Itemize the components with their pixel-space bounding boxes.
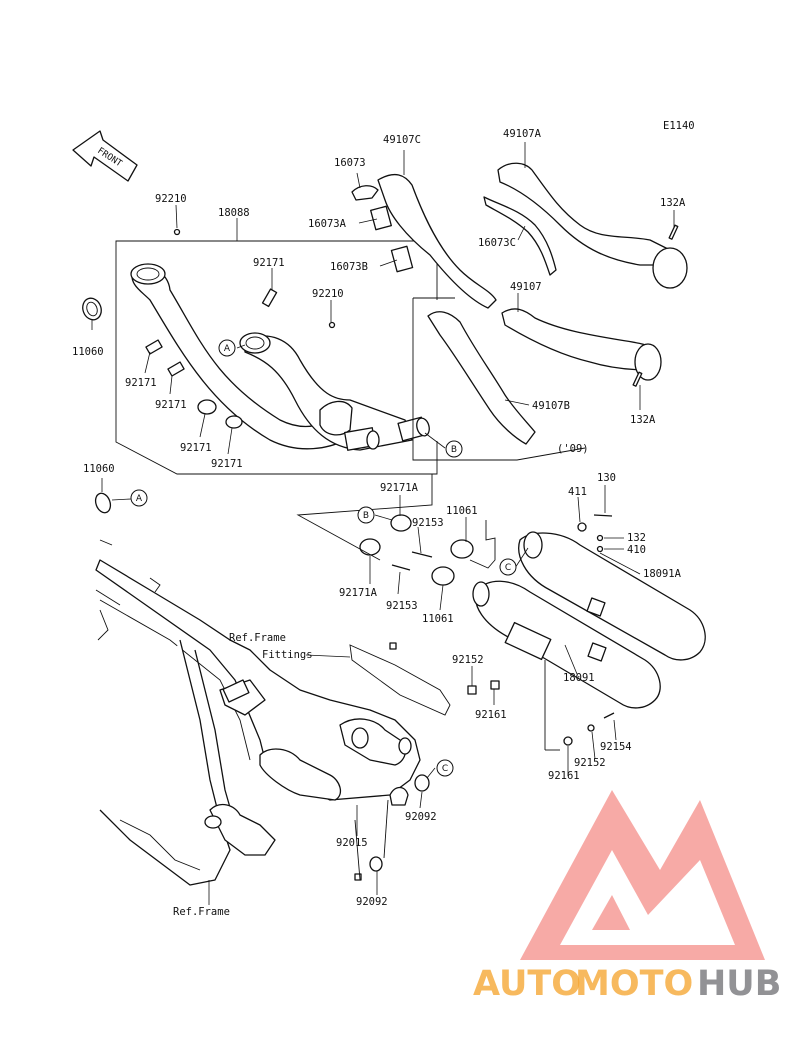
part-label: 92153 — [412, 517, 444, 529]
heat-cover-49107C — [377, 173, 497, 309]
part-label: 92153 — [386, 600, 418, 612]
part-label: 410 — [627, 544, 646, 556]
ref-frame-label: Ref.Frame — [173, 906, 230, 918]
pad-16073C — [483, 196, 557, 276]
heat-cover-49107 — [501, 308, 662, 381]
svg-text:C: C — [505, 563, 511, 573]
part-label: 11061 — [422, 613, 454, 625]
svg-text:A: A — [136, 494, 143, 504]
ref-frame-fittings-line1: Ref.Frame — [229, 632, 286, 644]
part-label: 16073B — [330, 261, 368, 273]
part-label: 92210 — [155, 193, 187, 205]
heat-cover-49107B — [412, 297, 586, 461]
bracket-11061-group — [469, 520, 496, 569]
part-label: 132A — [660, 197, 686, 209]
part-label: 18091 — [563, 672, 595, 684]
svg-text:B: B — [363, 511, 369, 521]
part-label: 92171 — [253, 257, 285, 269]
muffler-bracket — [586, 597, 607, 662]
svg-text:C: C — [442, 764, 448, 774]
svg-text:AUTO: AUTO — [473, 964, 581, 1004]
part-label: 16073 — [334, 157, 366, 169]
part-label: 92152 — [574, 757, 606, 769]
callout-a-upper: A — [218, 339, 236, 357]
part-label: 132A — [630, 414, 656, 426]
nut-92210 — [173, 228, 336, 329]
diagram-code: E1140 — [663, 120, 695, 132]
part-label: 130 — [597, 472, 616, 484]
svg-text:HUB: HUB — [697, 964, 781, 1004]
part-label: 49107B — [532, 400, 570, 412]
part-label: 92210 — [312, 288, 344, 300]
part-label: 49107 — [510, 281, 542, 293]
watermark-text: AUTO MOTO HUB — [473, 964, 781, 1004]
clamps-92171A — [359, 514, 433, 571]
part-label: 92092 — [405, 811, 437, 823]
front-arrow-icon: FRONT — [72, 130, 138, 182]
ref-frame-fittings-line2: Fittings — [262, 649, 313, 661]
part-label: 11060 — [72, 346, 104, 358]
part-labels: E1140 92210 18088 11060 92171 92210 9217… — [72, 120, 695, 918]
part-label: 92154 — [600, 741, 632, 753]
gasket-11060-top — [82, 297, 102, 321]
part-label: 92152 — [452, 654, 484, 666]
part-label: 92171A — [339, 587, 378, 599]
gasket-11060-low — [94, 492, 112, 514]
header-pipe-assembly-18088 — [115, 240, 438, 475]
heat-cover-49107A — [497, 162, 688, 289]
bolt-132A — [632, 224, 679, 387]
part-label: 92171 — [155, 399, 187, 411]
frame — [95, 539, 451, 886]
pad-16073 — [351, 185, 414, 273]
part-label: 92171 — [180, 442, 212, 454]
fasteners-right — [467, 514, 615, 746]
part-label: 18088 — [218, 207, 250, 219]
part-label: 92171 — [211, 458, 243, 470]
part-label: 92171 — [125, 377, 157, 389]
muffler-18091A — [518, 531, 706, 661]
part-label: 92171A — [380, 482, 419, 494]
part-label: 49107A — [503, 128, 542, 140]
callout-b-lower: B — [357, 506, 375, 524]
callout-b-upper: B — [445, 440, 463, 458]
callout-c-lower: C — [436, 759, 454, 777]
part-label: 11061 — [446, 505, 478, 517]
stud-92171-pieces — [145, 288, 278, 429]
joint-pipes-11061 — [431, 539, 474, 586]
part-label: 411 — [568, 486, 587, 498]
part-label: 11060 — [83, 463, 115, 475]
part-label: 132 — [627, 532, 646, 544]
part-label: 49107C — [383, 134, 421, 146]
svg-text:MOTO: MOTO — [575, 964, 693, 1004]
part-label: 16073A — [308, 218, 347, 230]
note-09: ('09) — [557, 443, 589, 455]
svg-text:B: B — [451, 445, 457, 455]
part-label: 92161 — [475, 709, 507, 721]
part-label: 92092 — [356, 896, 388, 908]
muffler-18091 — [472, 580, 661, 709]
part-label: 16073C — [478, 237, 516, 249]
leader-lines — [91, 142, 675, 905]
automotohub-logo — [520, 790, 765, 960]
callout-c-upper: C — [499, 558, 517, 576]
part-label: 92015 — [336, 837, 368, 849]
part-label: 92161 — [548, 770, 580, 782]
svg-text:A: A — [224, 344, 231, 354]
callout-a-lower: A — [130, 489, 148, 507]
part-label: 18091A — [643, 568, 682, 580]
